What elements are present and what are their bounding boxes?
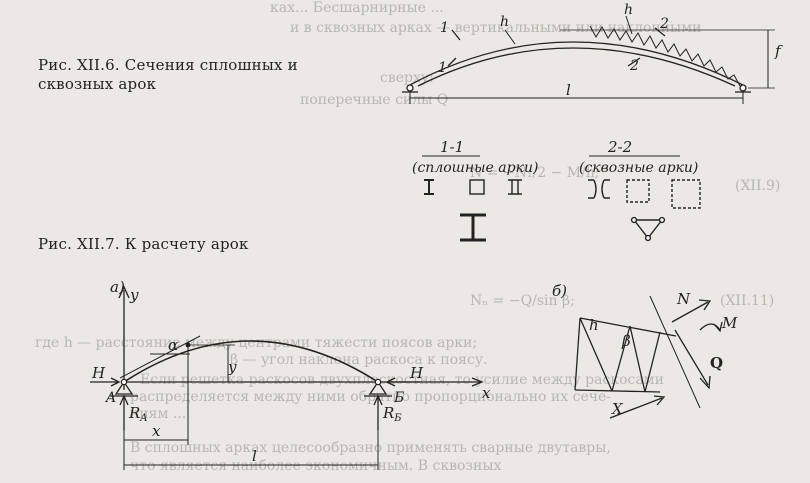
chord-bottom — [574, 389, 661, 393]
support-a — [114, 380, 134, 395]
label-panel-a: а) — [110, 278, 125, 296]
bg-text-line: ниям ... — [130, 406, 187, 422]
label-alpha: α — [168, 336, 178, 354]
label-section-1-top: 1 — [440, 20, 449, 36]
section-double-channel — [508, 179, 522, 195]
label-h-left: h — [500, 14, 509, 30]
label-x-dim: x — [152, 422, 161, 440]
bg-formula: Nₙ = −Q/sin β; — [470, 293, 575, 309]
section-i-beam-large — [460, 213, 486, 242]
figure-caption-xii-7: Рис. XII.7. К расчету арок — [38, 235, 249, 253]
label-beta: β — [621, 332, 631, 350]
label-Q: Q — [710, 354, 723, 372]
arch-curve-a — [123, 340, 379, 383]
left-support — [406, 84, 414, 92]
label-section-1-bottom: 1 — [438, 60, 447, 76]
label-section-2-bottom: 2 — [629, 58, 639, 74]
label-y-axis: y — [129, 286, 139, 304]
section-box — [469, 179, 485, 195]
label-A: A — [104, 390, 116, 406]
arch-outline — [407, 41, 746, 87]
bg-text-line: что является наиболее экономичным. В скв… — [130, 458, 502, 474]
label-rise-f: f — [774, 42, 783, 60]
label-y-dim: y — [227, 358, 237, 376]
label-RA: RA — [128, 404, 148, 424]
tangent-line — [119, 335, 201, 379]
label-span-l: l — [566, 81, 571, 99]
bg-eq-number: (XII.9) — [735, 178, 781, 194]
label-x-axis: x — [482, 384, 491, 402]
arch-truss-web — [589, 25, 741, 87]
bg-text-line: где h — расстояние между центрами тяжест… — [35, 335, 478, 351]
bg-formula: N = −N₁/2 − M/h; — [470, 165, 600, 181]
bg-text-line: β — угол наклона раскоса к поясу. — [230, 352, 488, 368]
bg-text-line: Если решетка раскосов двухплоскостная, т… — [140, 372, 664, 388]
label-h-b: h — [589, 316, 599, 334]
right-support — [739, 84, 747, 92]
label-panel-b: б) — [552, 282, 567, 300]
arch-inner — [417, 47, 736, 87]
label-H-left: H — [91, 364, 106, 382]
bg-eq-number: (XII.11) — [720, 293, 775, 309]
label-N: N — [676, 290, 691, 308]
bg-text-line: сверху: — [380, 70, 434, 86]
label-section-2-top: 2 — [659, 16, 669, 32]
section-label-1-1: 1-1 — [440, 138, 464, 156]
section-i-beam-small — [424, 179, 434, 195]
bg-text-line: В сплошных арках целесообразно применять… — [130, 440, 611, 456]
label-l-dim: l — [252, 447, 257, 465]
bg-text-line: ках... Бесшарнирные ... — [270, 0, 444, 16]
label-h-right: h — [624, 2, 633, 18]
section-triangle — [632, 219, 664, 240]
label-X: X — [611, 400, 624, 418]
label-M: M — [721, 314, 738, 332]
section-lattice-box — [626, 179, 650, 203]
section-caption-solid: (сплошные арки) — [412, 160, 538, 176]
label-B: Б — [393, 390, 404, 406]
bg-text-line: поперечные силы Q — [300, 92, 449, 108]
figure-caption-xii-6: Рис. XII.6. Сечения сплошных и сквозных … — [38, 56, 298, 93]
section-lattice-1 — [588, 179, 610, 199]
section-lattice-large — [671, 179, 701, 209]
support-b — [368, 380, 388, 395]
truss-web-b — [574, 317, 661, 393]
section-label-2-2: 2-2 — [607, 138, 632, 156]
bg-text-line: распределяется между ними обратно пропор… — [130, 389, 612, 405]
label-H-right: H — [409, 364, 424, 382]
section-caption-lattice: (сквозные арки) — [579, 160, 698, 176]
label-RB: RБ — [382, 404, 402, 424]
